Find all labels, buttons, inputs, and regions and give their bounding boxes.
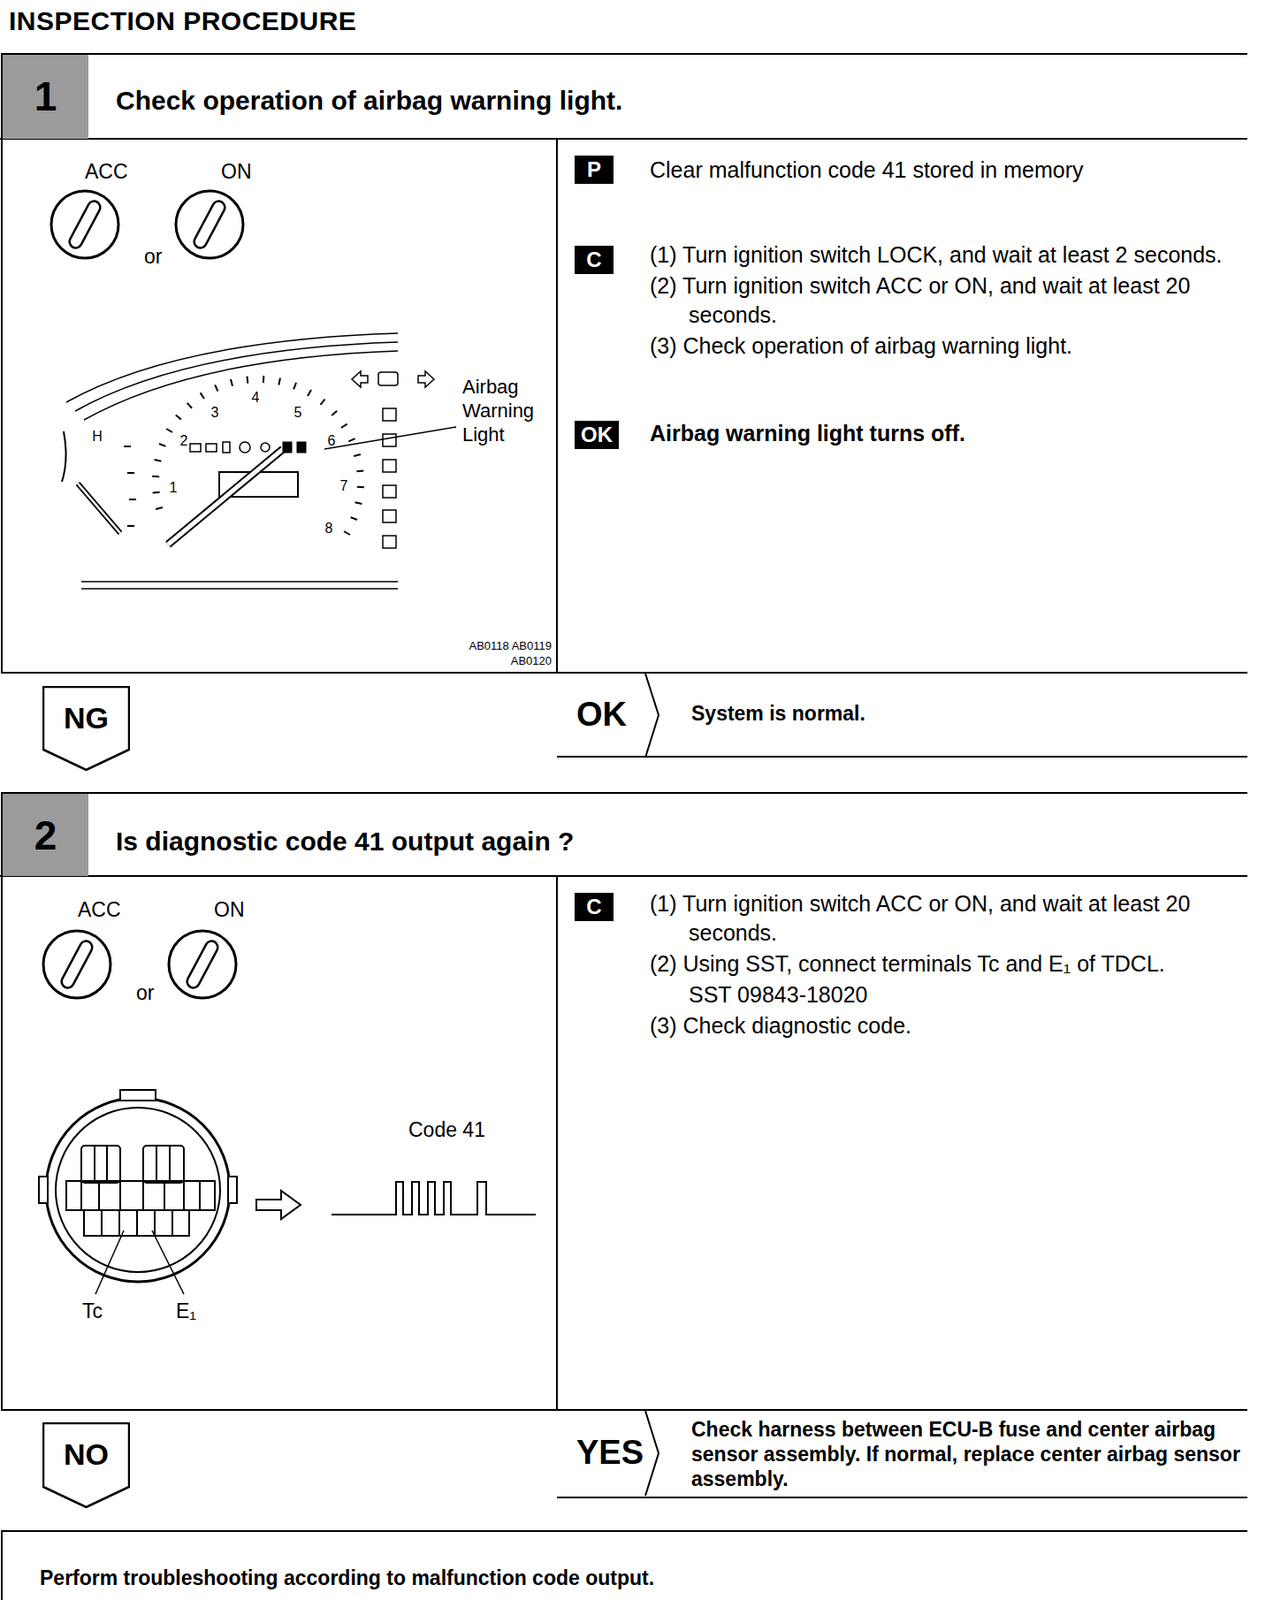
node-text: Is diagnostic code 41 output again ? — [115, 825, 1177, 858]
or-word: or — [136, 981, 154, 1007]
terminal-name: E₁ — [175, 1299, 197, 1325]
procedure-step: (2) Using SST, connect terminals Tc and … — [649, 949, 1243, 979]
tach-number: 3 — [207, 404, 222, 421]
tach-tick — [320, 399, 325, 405]
tach-tick — [166, 428, 173, 433]
tach-tick — [343, 531, 351, 535]
tach-tick — [230, 379, 233, 387]
instrument-cluster — [61, 333, 457, 589]
switch-position: ACC — [84, 160, 129, 185]
step-badge: P — [574, 155, 614, 184]
step-badge: OK — [574, 420, 619, 450]
code-waveform — [331, 1181, 536, 1215]
gauge-mark: H — [90, 427, 105, 445]
tach-tick — [155, 507, 163, 510]
tach-tick — [187, 403, 192, 409]
switch-position: ACC — [77, 898, 122, 923]
tach-tick — [357, 486, 365, 488]
tdcl-connector — [38, 1090, 237, 1282]
branch-arrow: NO — [42, 1422, 130, 1509]
figure-number: AB0118 AB0119 AB0120 — [431, 638, 552, 669]
code-label: Code 41 — [408, 1118, 486, 1144]
tach-tick — [348, 438, 355, 442]
step-badge: C — [574, 892, 614, 922]
tach-tick — [152, 491, 161, 495]
tach-tick — [350, 517, 358, 520]
node-text: Check operation of airbag warning light. — [115, 84, 1177, 117]
tach-number: 5 — [290, 404, 305, 421]
node-text: 2 — [2, 811, 89, 861]
tach-tick — [262, 375, 265, 383]
result-box: OK System is normal. — [556, 673, 1248, 758]
procedure-step: (1) Turn ignition switch LOCK, and wait … — [649, 240, 1243, 270]
part-label: Airbag Warning Light — [462, 374, 551, 447]
tach-number: 7 — [336, 477, 351, 495]
tach-tick — [355, 502, 363, 504]
tach-number: 2 — [176, 432, 191, 450]
hollow-arrow — [256, 1190, 301, 1220]
procedure-text: Clear malfunction code 41 stored in memo… — [649, 155, 1243, 185]
frame-lines — [0, 138, 1248, 1411]
node-text: Check harness between ECU-B fuse and cen… — [691, 1417, 1244, 1492]
result-box: YES Check harness between ECU-B fuse and … — [556, 1410, 1248, 1499]
tach-tick — [356, 469, 364, 473]
step-number: 2 — [2, 793, 89, 877]
switch-position: ON — [213, 898, 245, 923]
tach-number: 1 — [166, 479, 181, 496]
step-frame: Check operation of airbag warning light.… — [0, 53, 1248, 674]
branch-arrow: NG — [42, 686, 130, 771]
tach-tick — [353, 454, 361, 457]
tach-tick — [154, 459, 162, 462]
tach-number: 4 — [248, 388, 263, 406]
tach-number: 8 — [321, 519, 336, 537]
node-text: OK — [576, 694, 656, 736]
tach-tick — [307, 389, 312, 397]
node-text: Perform troubleshooting according to mal… — [39, 1565, 1225, 1591]
page-title: INSPECTION PROCEDURE — [8, 5, 357, 38]
ignition-key — [43, 190, 244, 999]
node-text: System is normal. — [691, 701, 1240, 726]
procedure-step: (3) Check diagnostic code. — [649, 1011, 1243, 1041]
tach-tick — [159, 443, 166, 447]
step-badge: C — [574, 245, 614, 275]
tool-number: SST 09843-18020 — [688, 980, 1243, 1010]
node-text: YES — [576, 1433, 656, 1474]
tach-tick — [175, 414, 182, 420]
node-text: 1 — [2, 72, 89, 122]
tach-number: 6 — [324, 432, 339, 450]
switch-position: ON — [221, 160, 252, 185]
tach-tick — [341, 424, 348, 428]
final-box: Perform troubleshooting according to mal… — [0, 1530, 1248, 1600]
procedure-step: (1) Turn ignition switch ACC or ON, and … — [649, 889, 1243, 948]
tach-tick — [200, 392, 205, 399]
pentagon-shape — [43, 1423, 130, 1508]
terminal-name: Tc — [82, 1299, 103, 1325]
procedure-step: (3) Check operation of airbag warning li… — [649, 331, 1243, 361]
node-text: NG — [42, 700, 130, 737]
ok-condition: Airbag warning light turns off. — [649, 419, 1243, 449]
or-word: or — [144, 244, 162, 270]
tach-tick — [214, 384, 218, 391]
result-chevron — [645, 673, 659, 1496]
step-number: 1 — [2, 54, 89, 139]
tach-tick — [278, 378, 281, 386]
tach-tick — [293, 382, 297, 389]
pentagon-shape — [43, 686, 130, 770]
procedure-step: (2) Turn ignition switch ACC or ON, and … — [649, 271, 1243, 330]
node-text: NO — [42, 1436, 130, 1473]
tach-tick — [331, 411, 337, 416]
leader-line — [95, 1230, 184, 1295]
tach-tick — [245, 376, 249, 384]
tach-tick — [152, 475, 160, 478]
